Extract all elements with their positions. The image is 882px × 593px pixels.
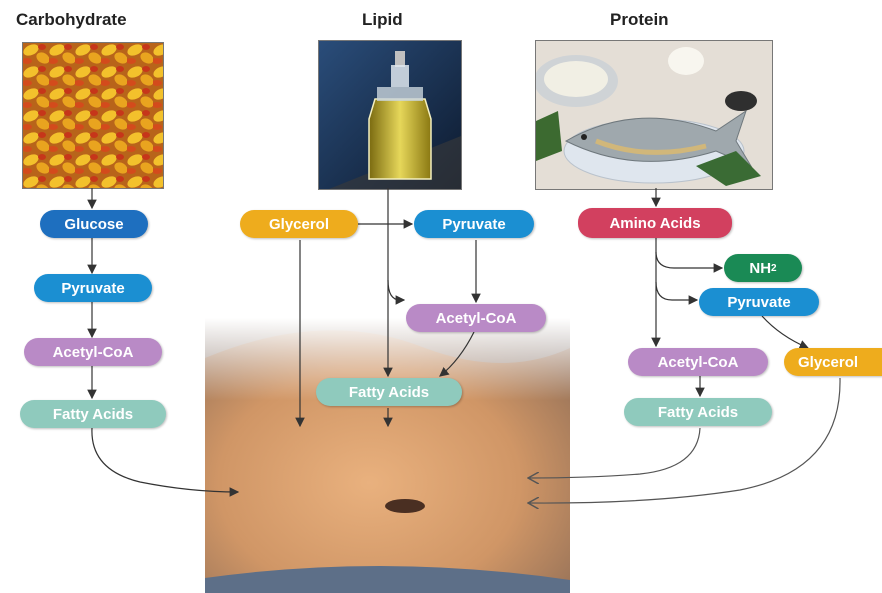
arrow-pyruvate-glycerol — [761, 315, 810, 350]
arrow-prot-fatty-to-fat — [528, 427, 701, 478]
fish-platter-image — [536, 41, 772, 189]
arrow-lipid-acetyl-fatty — [439, 331, 475, 377]
pasta-photo — [22, 42, 164, 189]
heading-protein: Protein — [610, 10, 669, 29]
carb-glucose-node: Glucose — [40, 210, 148, 238]
prot-pyruvate-node: Pyruvate — [699, 288, 819, 316]
arrow-amino-nh2 — [655, 251, 724, 273]
prot-acetyl-coa-node: Acetyl-CoA — [628, 348, 768, 376]
abdomen-image — [205, 318, 570, 593]
prot-glycerol-node: Glycerol — [784, 348, 882, 376]
oil-bottle-image — [319, 41, 461, 189]
lipid-fatty-acids-node: Fatty Acids — [316, 378, 462, 406]
lipid-acetyl-coa-node: Acetyl-CoA — [406, 304, 546, 332]
abdomen-photo — [205, 318, 570, 593]
arrow-prot-glycerol-to-fat — [528, 377, 841, 503]
lipid-pyruvate-node: Pyruvate — [414, 210, 534, 238]
nh2-label: NH — [749, 259, 772, 277]
heading-carbohydrate: Carbohydrate — [16, 10, 127, 29]
oil-bottle-photo — [318, 40, 462, 190]
arrow-amino-pyruvate — [655, 281, 699, 305]
carb-pyruvate-node: Pyruvate — [34, 274, 152, 302]
nh2-subscript: 2 — [771, 262, 777, 274]
carb-fatty-acids-node: Fatty Acids — [20, 400, 166, 428]
arrow-oil-acetyl — [387, 279, 406, 305]
prot-amino-acids-node: Amino Acids — [578, 208, 732, 238]
heading-lipid: Lipid — [362, 10, 403, 29]
pasta-image — [23, 43, 163, 188]
arrow-carb-fatty-to-fat — [91, 427, 240, 497]
carb-acetyl-coa-node: Acetyl-CoA — [24, 338, 162, 366]
lipid-glycerol-node: Glycerol — [240, 210, 358, 238]
prot-fatty-acids-node: Fatty Acids — [624, 398, 772, 426]
fish-platter-photo — [535, 40, 773, 190]
